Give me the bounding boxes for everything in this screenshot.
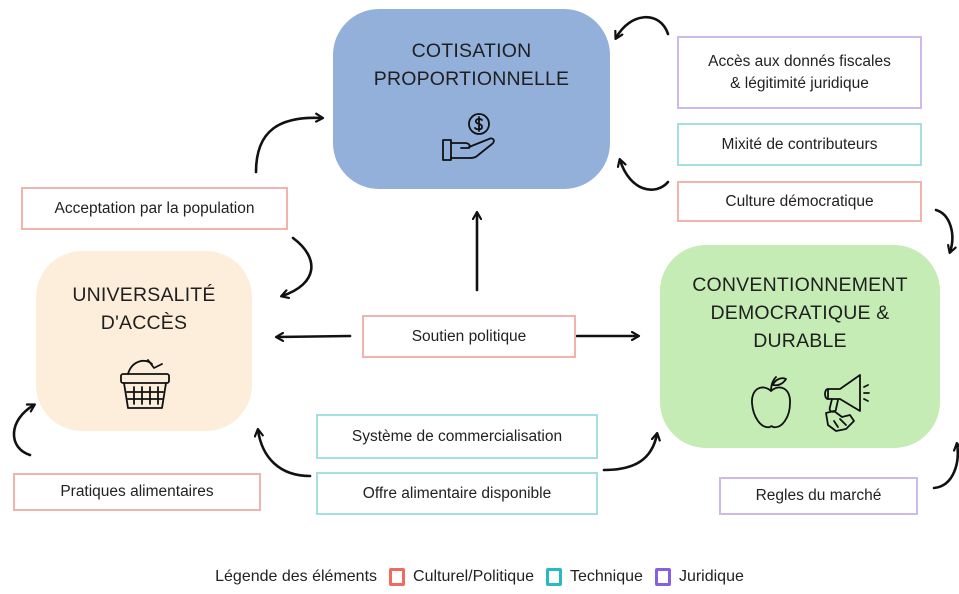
pillar-conventionnement-title-line: CONVENTIONNEMENT <box>692 274 908 296</box>
factor-line: & légitimité juridique <box>730 74 869 92</box>
hand-coin-icon <box>442 113 495 161</box>
factor-label: Mixité de contributeurs <box>721 135 878 153</box>
basket-icon <box>120 359 170 409</box>
legend-label-juridique: Juridique <box>678 568 744 585</box>
pillar-universalite-acces: UNIVERSALITÉ D'ACCÈS <box>36 251 252 431</box>
legend-title: Légende des éléments <box>215 568 378 585</box>
pillar-universalite-title-line: D'ACCÈS <box>100 312 188 334</box>
pillar-cotisation-title-line: PROPORTIONNELLE <box>373 68 570 90</box>
arrow-acceptation-to-universalite <box>282 236 313 296</box>
factor-acces-donnees-fiscales: Accès aux donnés fiscales & légitimité j… <box>677 36 922 109</box>
legend-swatch-culturel <box>389 568 406 586</box>
legend: Légende des éléments Culturel/Politique … <box>0 568 959 586</box>
factor-label: Système de commercialisation <box>351 427 563 445</box>
legend-label-technique: Technique <box>569 568 643 585</box>
legend-swatch-technique <box>545 568 562 586</box>
legend-label-culturel: Culturel/Politique <box>413 568 534 585</box>
pillar-conventionnement-democratique: CONVENTIONNEMENT DEMOCRATIQUE & DURABLE <box>660 245 940 448</box>
factor-soutien-politique: Soutien politique <box>362 315 576 358</box>
factor-label: Culture démocratique <box>725 192 874 210</box>
pillar-conventionnement-title-line: DEMOCRATIQUE & <box>710 302 890 324</box>
legend-swatch-juridique <box>654 568 671 586</box>
factor-label: Pratiques alimentaires <box>60 483 214 500</box>
arrow-culture-to-conventionnement <box>934 208 952 252</box>
pillar-cotisation-proportionnelle: COTISATION PROPORTIONNELLE <box>333 9 610 189</box>
arrow-regles-to-conventionnement <box>932 444 958 490</box>
factor-line: Accès aux donnés fiscales <box>708 52 891 70</box>
factor-mixite-contributeurs: Mixité de contributeurs <box>677 123 922 166</box>
arrow-pratiques-to-universalite <box>12 405 34 457</box>
arrow-soutien-to-universalite <box>277 336 352 337</box>
factor-pratiques-alimentaires: Pratiques alimentaires <box>13 473 261 511</box>
megaphone-icon <box>824 374 870 432</box>
arrow-offre-to-universalite <box>258 430 312 478</box>
apple-icon <box>751 376 791 429</box>
arrow-offre-to-conventionnement <box>602 434 657 472</box>
arrow-acceptation-to-cotisation <box>254 118 322 174</box>
factor-offre-alimentaire: Offre alimentaire disponible <box>316 472 598 515</box>
pillar-cotisation-title: COTISATION PROPORTIONNELLE <box>374 37 570 93</box>
factor-label: Offre alimentaire disponible <box>362 484 552 502</box>
arrow-mixite-to-cotisation <box>620 160 670 191</box>
arrow-acces-to-cotisation <box>616 15 670 38</box>
factor-regles-marche: Regles du marché <box>719 477 918 515</box>
factor-label: Regles du marché <box>755 487 882 504</box>
pillar-universalite-title: UNIVERSALITÉ D'ACCÈS <box>72 281 215 337</box>
factor-label: Soutien politique <box>411 327 527 345</box>
pillar-universalite-title-line: UNIVERSALITÉ <box>72 284 216 306</box>
pillar-cotisation-title-line: COTISATION <box>411 40 532 62</box>
pillar-conventionnement-title: CONVENTIONNEMENT DEMOCRATIQUE & DURABLE <box>692 271 908 355</box>
pillar-conventionnement-title-line: DURABLE <box>753 330 847 352</box>
factor-acceptation-population: Acceptation par la population <box>21 187 288 230</box>
factor-systeme-commercialisation: Système de commercialisation <box>316 414 598 459</box>
factor-label: Acceptation par la population <box>54 199 255 217</box>
factor-culture-democratique: Culture démocratique <box>677 181 922 222</box>
